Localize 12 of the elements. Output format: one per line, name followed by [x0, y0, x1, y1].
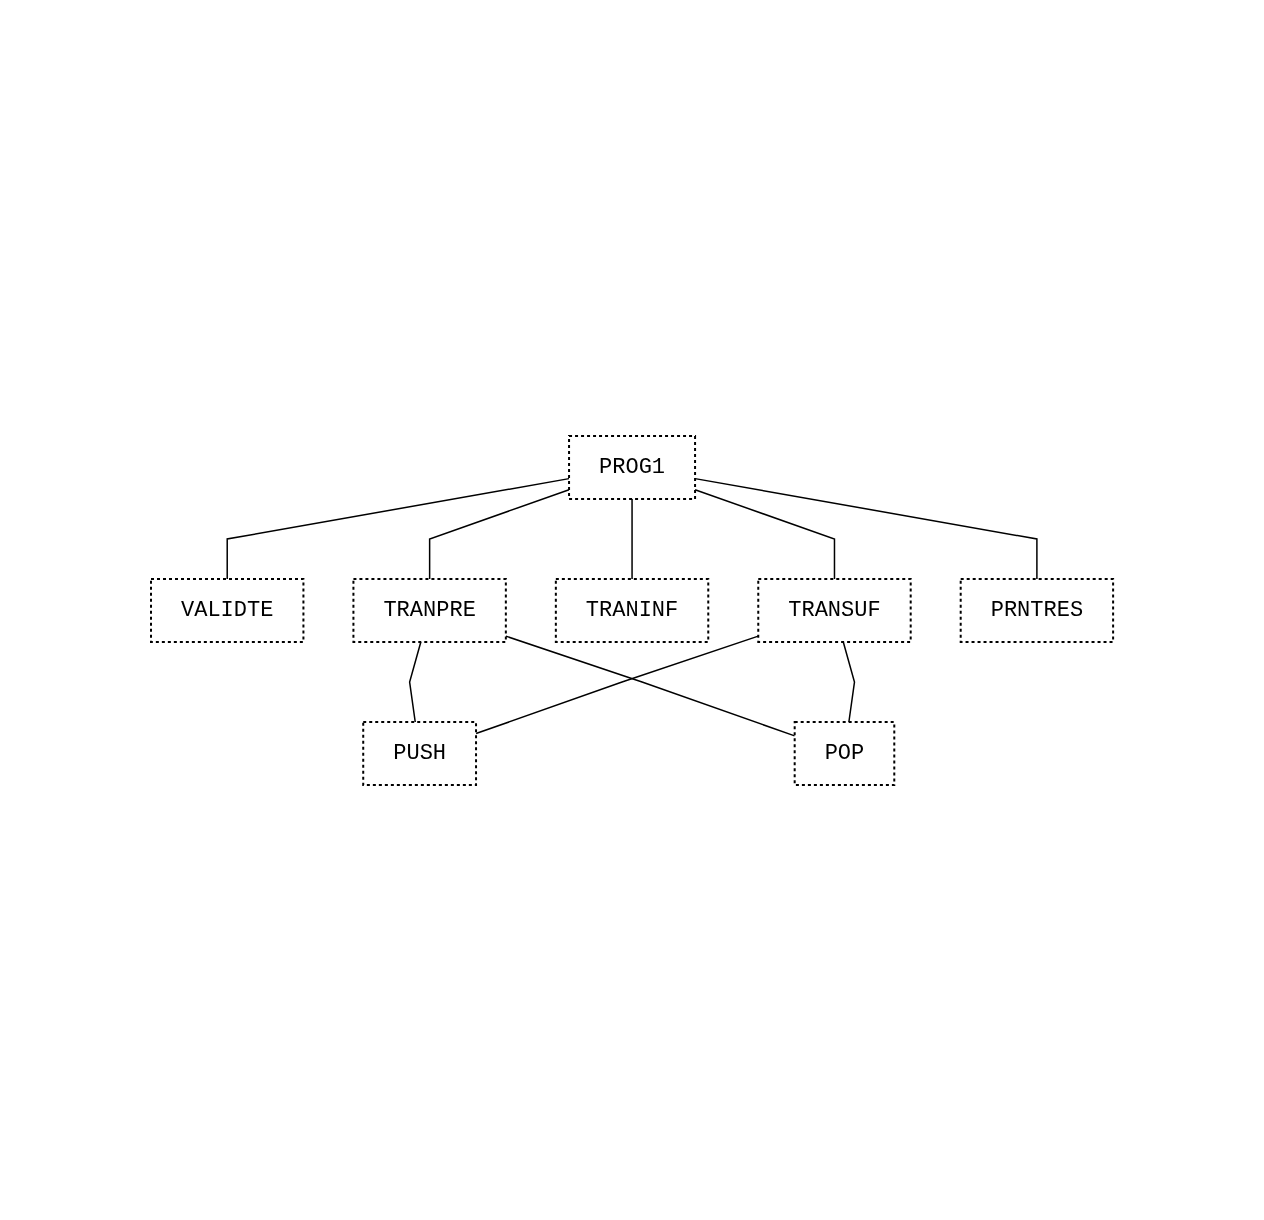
node-box: TRANSUF — [757, 577, 912, 643]
node-box: PROG1 — [568, 434, 696, 500]
connector — [631, 497, 633, 580]
node-box: VALIDTE — [149, 577, 305, 643]
node-box: PRNTRES — [959, 577, 1115, 643]
connector — [408, 640, 422, 723]
node-box: POP — [793, 720, 896, 786]
node-box: TRANPRE — [352, 577, 507, 643]
connector — [475, 634, 759, 734]
node-box: PUSH — [362, 720, 477, 786]
connector — [842, 640, 856, 723]
node-box: TRANINF — [554, 577, 710, 643]
